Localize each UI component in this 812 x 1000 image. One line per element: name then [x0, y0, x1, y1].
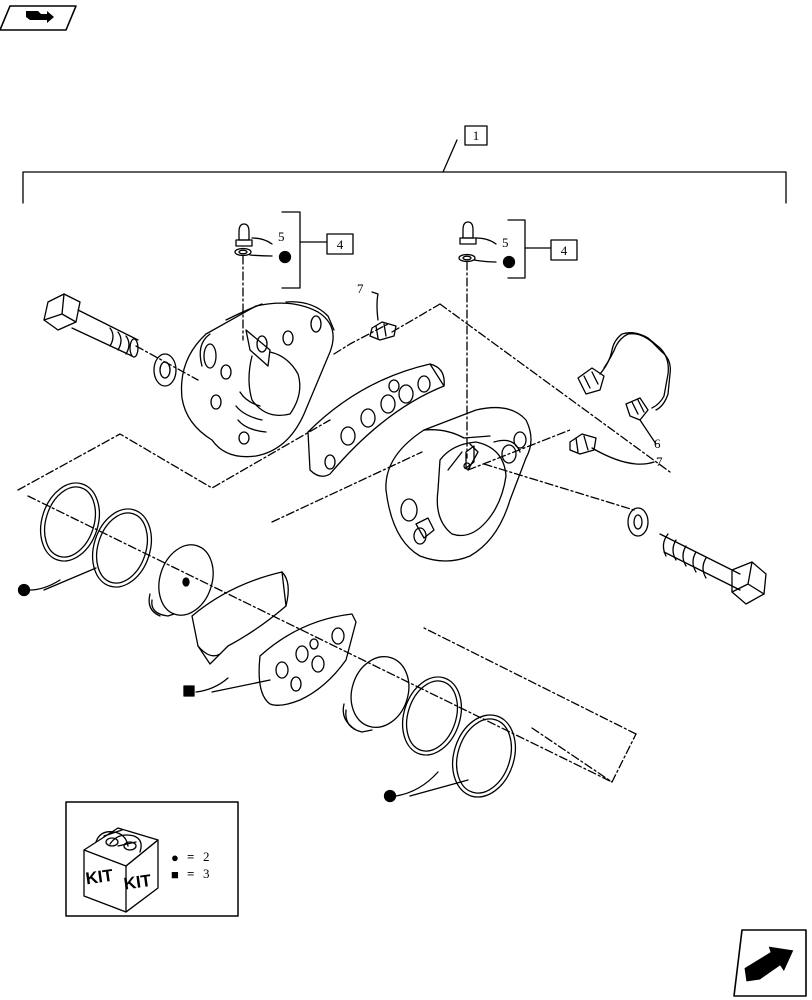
kit-box-icon: [83, 827, 159, 913]
seal-ring-right-inner: [401, 676, 463, 756]
kit-circle-marker: [17, 583, 31, 597]
legend-square-symbol: ■: [171, 867, 179, 882]
piston-left: [148, 544, 214, 617]
caliper-body-right: [385, 406, 532, 562]
seal-ring-right-outer: [452, 714, 516, 798]
shim-plate-left: [307, 363, 445, 477]
bleeder-screw-right: [569, 433, 655, 465]
callout-label-7-top: 7: [357, 281, 364, 296]
callout-label-5-left: 5: [278, 229, 285, 244]
piston-right: [342, 656, 410, 733]
next-nav-button[interactable]: [733, 929, 807, 997]
brake-line: [577, 332, 671, 445]
brake-pad-holes: [258, 613, 357, 706]
bolt-right: [627, 507, 767, 605]
next-page-arrow-icon: [743, 945, 795, 983]
caliper-half-left: [180, 301, 335, 458]
kit-circle-marker: [502, 255, 516, 269]
callout-label-5-right: 5: [502, 235, 509, 250]
callout-box-4-left: [326, 233, 354, 255]
bleeder-screw-top: [369, 291, 671, 473]
legend-equals-2: =: [187, 866, 194, 881]
kit-circle-marker: [383, 789, 397, 803]
grease-fitting-right: [458, 219, 578, 459]
callout-label-6: 6: [654, 436, 661, 451]
callout-label-4-right: 4: [561, 243, 568, 258]
back-arrow-icon: [26, 11, 54, 23]
legend-square-value: 3: [203, 866, 210, 881]
kit-word-left: KIT: [84, 866, 114, 889]
grease-fitting-left: [234, 211, 354, 341]
back-nav-button[interactable]: [0, 5, 77, 31]
legend-circle-symbol: ●: [171, 850, 179, 865]
kit-word-right: KIT: [123, 871, 153, 894]
brake-pad-left: [191, 571, 289, 665]
callout-label-1: 1: [473, 128, 480, 143]
legend-equals-1: =: [187, 849, 194, 864]
callout-box-4-right: [550, 239, 578, 261]
kit-circle-marker: [278, 250, 292, 264]
assembly-guide-lines: [17, 323, 637, 783]
callout-box-1: [464, 125, 488, 146]
callout-label-4-left: 4: [337, 237, 344, 252]
kit-legend: [65, 801, 239, 917]
assembly-bracket: [22, 125, 787, 204]
callout-label-7-right: 7: [656, 454, 663, 469]
seal-ring-left-outer: [39, 482, 101, 562]
kit-square-marker: [183, 685, 195, 697]
legend-circle-value: 2: [203, 849, 210, 864]
bolt-left: [43, 293, 199, 387]
marker-leaders: [17, 567, 469, 803]
seal-ring-left-inner: [91, 508, 153, 588]
